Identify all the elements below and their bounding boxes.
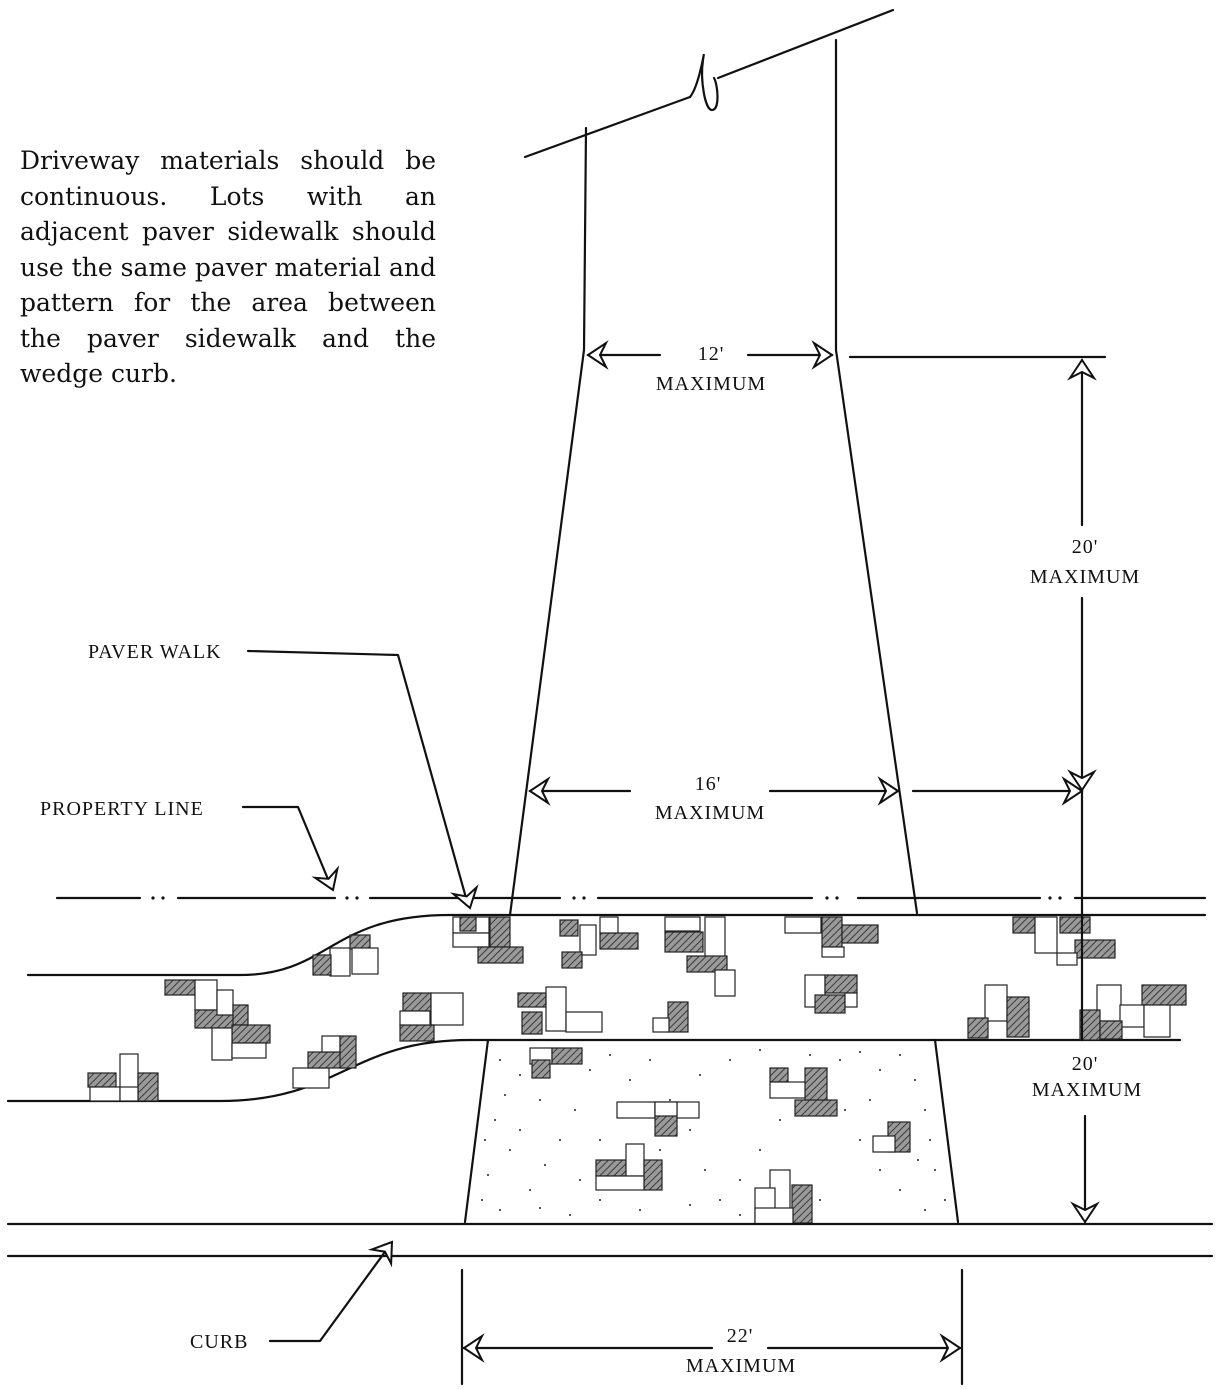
dim-setback-depth-note: MAXIMUM: [1030, 566, 1140, 588]
dim-property-line-width-note: MAXIMUM: [655, 802, 765, 824]
dim-garage-width: 12' MAXIMUM: [586, 342, 834, 395]
dim-garage-width-value: 12': [698, 343, 725, 365]
dim-setback-depth: 20' MAXIMUM: [848, 355, 1140, 792]
intro-paragraph: Driveway materials should be continuous.…: [20, 146, 436, 388]
paver-cluster: [517, 986, 603, 1035]
callout-curb: CURB: [190, 1233, 403, 1353]
paver-cluster: [452, 916, 524, 964]
paver-cluster: [164, 979, 271, 1061]
paver-cluster: [804, 974, 858, 1014]
paver-cluster: [529, 1047, 583, 1079]
label-curb: CURB: [190, 1331, 248, 1353]
building-wall: [523, 8, 895, 159]
driveway-outline: [508, 38, 919, 917]
paver-cluster: [616, 1101, 700, 1137]
dim-curb-cut-width-note: MAXIMUM: [686, 1355, 796, 1377]
paver-cluster: [664, 916, 736, 997]
paver-cluster: [292, 1035, 357, 1089]
paver-cluster: [595, 1143, 663, 1191]
paver-cluster: [754, 1169, 813, 1225]
paver-cluster: [872, 1121, 911, 1153]
paver-cluster: [1012, 916, 1116, 966]
label-paver-walk: PAVER WALK: [88, 641, 222, 663]
paver-cluster: [784, 916, 879, 958]
paver-clusters: [87, 916, 1187, 1225]
property-line: [55, 896, 1207, 900]
dim-curb-cut-width-value: 22': [727, 1325, 754, 1347]
dim-property-line-width-value: 16': [695, 773, 722, 795]
dim-apron-depth-note: MAXIMUM: [1032, 1079, 1142, 1101]
driveway-apron: [463, 1038, 960, 1224]
paver-cluster: [652, 1001, 689, 1033]
callout-property-line: PROPERTY LINE: [40, 798, 346, 896]
paver-walk-band: [6, 913, 1207, 1103]
paver-cluster: [87, 1053, 159, 1102]
dim-property-line-width: 16' MAXIMUM: [528, 773, 1084, 824]
paver-cluster: [967, 984, 1030, 1039]
dim-curb-cut-width: 22' MAXIMUM: [460, 1268, 964, 1386]
dim-apron-depth-value: 20': [1072, 1053, 1099, 1075]
dim-apron-depth: 20' MAXIMUM: [1032, 790, 1142, 1224]
callout-paver-walk: PAVER WALK: [88, 641, 483, 913]
label-property-line: PROPERTY LINE: [40, 798, 204, 820]
paver-cluster: [312, 934, 379, 977]
dim-setback-depth-value: 20': [1072, 536, 1099, 558]
curb-lines: [6, 1222, 1214, 1258]
paver-cluster: [399, 992, 464, 1042]
apron-stipple: [481, 1049, 946, 1216]
paver-cluster: [559, 916, 639, 969]
paver-cluster: [1079, 984, 1187, 1041]
dim-garage-width-note: MAXIMUM: [656, 373, 766, 395]
paver-cluster: [769, 1067, 838, 1117]
